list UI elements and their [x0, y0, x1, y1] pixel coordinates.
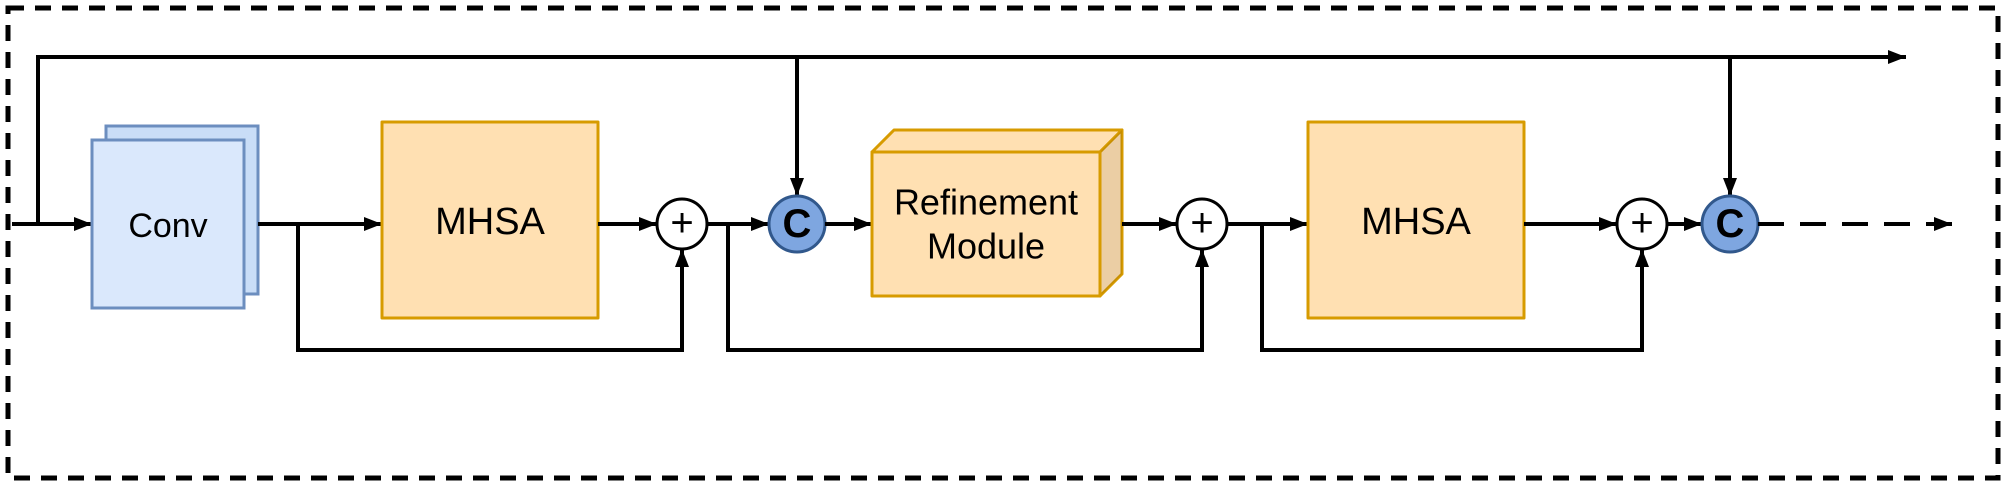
conv-block [90, 138, 246, 310]
skip-connection-3 [1260, 224, 1649, 352]
refinement-side-face-shade [1100, 130, 1122, 296]
mhsa2-block [1306, 120, 1526, 320]
add-node-1-label: + [670, 201, 693, 245]
refinement-label-line2: Module [927, 226, 1045, 267]
skip-connection-2 [726, 224, 1209, 352]
refinement-top-face [870, 128, 1124, 154]
skip-connection-1 [296, 224, 689, 352]
mhsa2-label: MHSA [1361, 201, 1471, 243]
refinement-label-line1: Refinement [894, 182, 1078, 223]
add-node-3-label: + [1630, 201, 1653, 245]
mhsa1-label: MHSA [435, 201, 545, 243]
top-skip-line [36, 50, 1906, 224]
mhsa1-block [380, 120, 600, 320]
concat-node-1-label: C [783, 202, 812, 246]
add-node-2-label: + [1190, 201, 1213, 245]
concat-node-2-label: C [1716, 202, 1745, 246]
refinement-module-block [870, 150, 1102, 298]
outer-dashed-border [5, 5, 2001, 481]
conv-label: Conv [128, 207, 207, 245]
